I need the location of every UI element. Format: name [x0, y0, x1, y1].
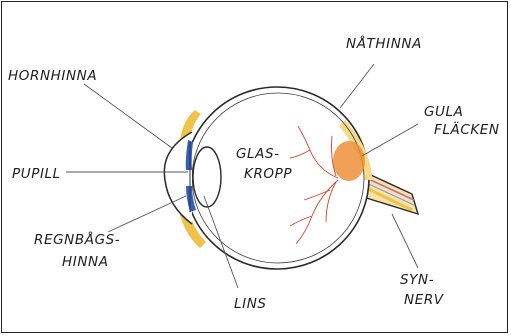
label-regnbagshinna-line2: HINNA [62, 254, 109, 270]
label-hornhinna: HORNHINNA [8, 68, 97, 84]
leader-regnbagshinna [108, 196, 186, 232]
label-gula-flacken-line2: FLÄCKEN [434, 120, 500, 138]
lens [193, 147, 221, 207]
macula [333, 141, 365, 181]
label-glaskropp-line1: GLAS- [236, 146, 280, 162]
label-regnbagshinna-line1: REGNBÅGS- [34, 231, 120, 248]
label-lins: LINS [234, 296, 267, 312]
label-nathinna: NÅTHINNA [346, 35, 422, 52]
label-glaskropp-line2: KROPP [244, 166, 292, 182]
label-synnerv-line2: NERV [404, 292, 445, 308]
leader-gula-flacken [362, 124, 418, 156]
leader-hornhinna [84, 84, 172, 148]
label-gula-flacken-line1: GULA [424, 104, 464, 120]
leader-synnerv [392, 214, 418, 268]
label-synnerv-line1: SYN- [400, 272, 434, 288]
leader-nathinna [340, 64, 374, 108]
label-pupill: PUPILL [12, 166, 61, 182]
